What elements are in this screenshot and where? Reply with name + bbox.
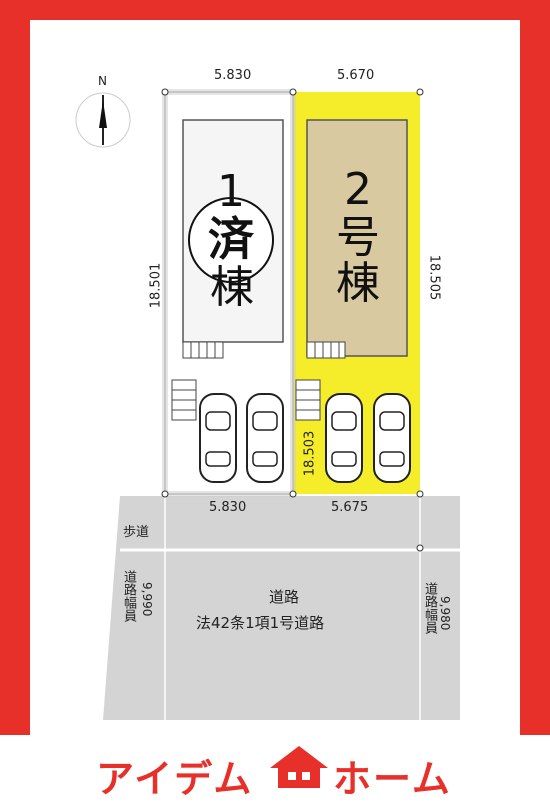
road-area xyxy=(103,496,460,720)
compass-label: N xyxy=(98,74,107,88)
lot1-top-width: 5.830 xyxy=(214,68,252,83)
sidewalk-label: 歩道 xyxy=(123,525,150,540)
sold-mark: 済 xyxy=(208,212,254,266)
deck1 xyxy=(182,341,224,359)
lot1-bottom-width: 5.830 xyxy=(209,500,247,515)
car2b xyxy=(373,393,411,483)
lot2-name-line1: 号 xyxy=(336,212,380,263)
sold-circle xyxy=(188,197,274,283)
road-left-width-value: 9,990 xyxy=(140,582,154,617)
road-left-width-label: 道路幅員 xyxy=(121,570,136,622)
car2a xyxy=(325,393,363,483)
lot2-depth: 18.505 xyxy=(426,254,442,301)
lot1-building-char: 棟 xyxy=(210,262,254,313)
lot2-number: 2 xyxy=(344,164,372,215)
house-logo-icon xyxy=(270,746,328,788)
lot2-bottom-width: 5.675 xyxy=(331,500,369,515)
lot2-parking-depth: 18.503 xyxy=(302,430,318,477)
road-title: 道路 xyxy=(269,588,300,606)
car1a xyxy=(199,393,237,483)
car1b xyxy=(246,393,284,483)
lot1-number: 1 xyxy=(217,166,245,217)
brand-name-part1: アイデム xyxy=(96,757,254,801)
road-subtitle: 法42条1項1号道路 xyxy=(196,614,325,632)
road-right-width-label: 道路幅員 xyxy=(422,582,437,634)
building2 xyxy=(306,119,408,357)
brand-name-part2: ホーム xyxy=(333,757,452,801)
lot1-depth: 18.501 xyxy=(148,262,164,309)
road-right-width-value: 9,980 xyxy=(438,596,452,631)
deck2 xyxy=(306,341,346,359)
lot2-top-width: 5.670 xyxy=(337,68,375,83)
compass-icon xyxy=(75,92,131,148)
lot2-name-line2: 棟 xyxy=(336,258,380,309)
